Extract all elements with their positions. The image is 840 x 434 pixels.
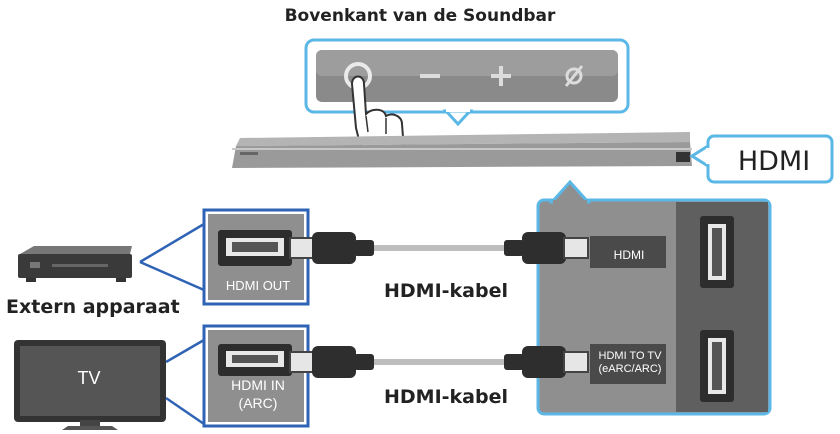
hdmi-to-tv-port-icon [700,330,734,402]
hdmi-in-line1: HDMI IN [231,377,285,393]
hdmi-port-icon [700,216,734,288]
hdmi-cable-2 [289,346,589,378]
mic-off-icon[interactable] [564,65,584,87]
hdmi-callout [689,134,834,184]
soundbar-port-panel [536,179,772,416]
external-device-label: Extern apparaat [6,296,180,318]
hdmi-cable-1 [289,232,589,264]
plus-button-icon[interactable] [491,66,511,86]
tv-icon [14,340,166,430]
hdmi-callout-label: HDMI [737,146,811,177]
soundbar [232,132,692,168]
external-device-icon [18,246,132,282]
hdmi-in-port-label: HDMI IN (ARC) [210,376,306,412]
diagram-title: Bovenkant van de Soundbar [284,6,556,26]
soundbar-top-panel [304,38,630,127]
cable-2-label: HDMI-kabel [384,386,508,408]
soundbar-hdmi-port-label: HDMI [613,248,645,262]
tv-label: TV [77,368,101,388]
minus-button-icon[interactable] [420,74,440,78]
hdmi-to-tv-line2: (eARC/ARC) [598,363,662,375]
hdmi-in-line2: (ARC) [238,395,278,411]
hdmi-to-tv-line1: HDMI TO TV [598,350,662,362]
hdmi-out-port-label: HDMI OUT [225,278,291,293]
hdmi-in-port-box [202,324,310,428]
soundbar-hdmi-to-tv-port-label: HDMI TO TV (eARC/ARC) [590,350,670,376]
cable-1-label: HDMI-kabel [384,280,508,302]
